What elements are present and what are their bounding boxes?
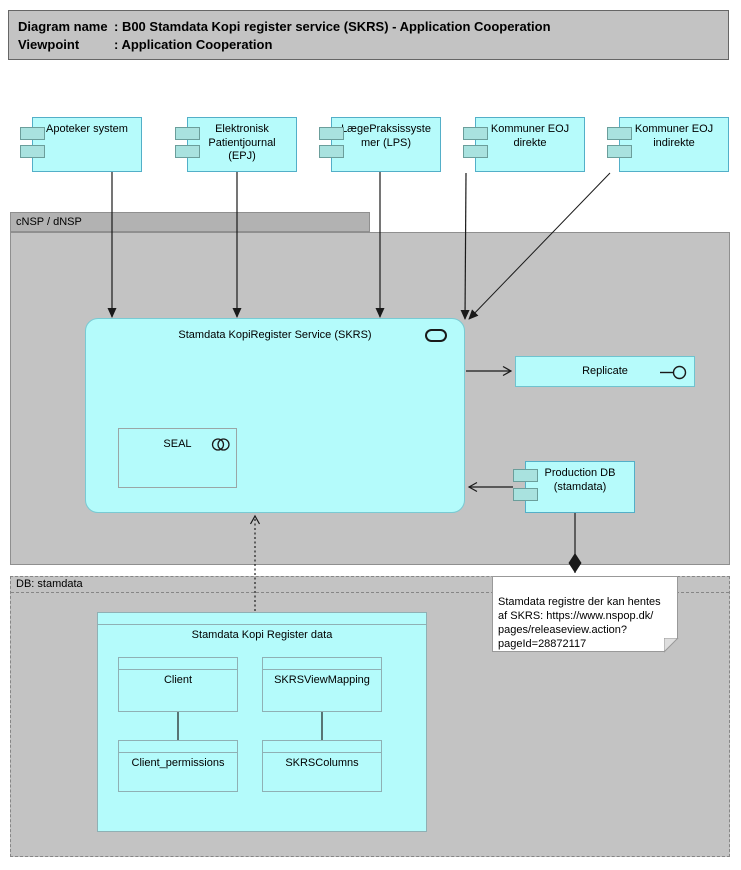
component-tab-icon [20, 127, 45, 140]
seal-label: SEAL [163, 438, 192, 450]
component-label: Production DB (stamdata) [544, 467, 616, 493]
title-row-diagram-name: Diagram name : B00 Stamdata Kopi registe… [18, 18, 719, 36]
group-cnsp-label: cNSP / dNSP [16, 216, 82, 228]
data-object-label: Client_permissions [131, 757, 225, 769]
component-tab-icon [20, 145, 45, 158]
replicate-service[interactable]: Replicate [515, 356, 695, 387]
app-component-production-db[interactable]: Production DB (stamdata) [513, 461, 635, 513]
data-object-skrscolumns[interactable]: SKRSColumns [262, 740, 382, 792]
title-label: Diagram name [18, 19, 108, 34]
data-object-label: SKRSColumns [285, 757, 359, 769]
component-tab-icon [319, 127, 344, 140]
data-object-client[interactable]: Client [118, 657, 238, 712]
group-cnsp-header[interactable]: cNSP / dNSP [10, 212, 370, 232]
component-tab-icon [175, 145, 200, 158]
data-object-label: SKRSViewMapping [274, 674, 370, 686]
app-component-apoteker-system[interactable]: Apoteker system [20, 117, 142, 172]
data-object-band [119, 741, 237, 753]
app-component-kommuner-eoj-direkte[interactable]: Kommuner EOJ direkte [463, 117, 585, 172]
component-tab-icon [607, 127, 632, 140]
data-object-band [263, 741, 381, 753]
component-tab-icon [607, 145, 632, 158]
collaboration-icon [211, 438, 230, 451]
data-object-client-permissions[interactable]: Client_permissions [118, 740, 238, 792]
app-component-kommuner-eoj-indirekte[interactable]: Kommuner EOJ indirekte [607, 117, 729, 172]
component-label: Elektronisk Patientjournal (EPJ) [208, 123, 276, 162]
app-component-lps[interactable]: LægePraksissyste mer (LPS) [319, 117, 441, 172]
replicate-label: Replicate [582, 365, 628, 377]
data-object-label: Client [163, 674, 193, 686]
interface-icon [660, 365, 687, 380]
data-object-stamdata-kopi-register-data[interactable]: Stamdata Kopi Register data [97, 612, 427, 832]
group-db-header[interactable]: DB: stamdata [11, 577, 729, 593]
component-tab-icon [513, 469, 538, 482]
data-object-band [263, 658, 381, 670]
app-component-epj[interactable]: Elektronisk Patientjournal (EPJ) [175, 117, 297, 172]
component-tab-icon [319, 145, 344, 158]
title-block: Diagram name : B00 Stamdata Kopi registe… [8, 10, 729, 60]
title-label: Viewpoint [18, 37, 80, 52]
data-object-skrsviewmapping[interactable]: SKRSViewMapping [262, 657, 382, 712]
data-object-band [119, 658, 237, 670]
seal-component[interactable]: SEAL [118, 428, 237, 488]
title-value: : Application Cooperation [114, 37, 273, 52]
title-value: : B00 Stamdata Kopi register service (SK… [114, 19, 551, 34]
service-skrs-label: Stamdata KopiRegister Service (SKRS) [178, 329, 372, 341]
component-label: LægePraksissyste mer (LPS) [341, 123, 431, 149]
component-label: Kommuner EOJ indirekte [634, 123, 714, 149]
component-tab-icon [175, 127, 200, 140]
component-tab-icon [463, 127, 488, 140]
data-object-band [98, 613, 426, 625]
application-service-icon [425, 329, 447, 342]
title-row-viewpoint: Viewpoint : Application Cooperation [18, 36, 719, 54]
data-object-label: Stamdata Kopi Register data [191, 629, 333, 641]
component-tab-icon [463, 145, 488, 158]
note-text: Stamdata registre der kan hentes af SKRS… [498, 596, 661, 650]
component-label: Kommuner EOJ direkte [490, 123, 570, 149]
component-label: Apoteker system [46, 123, 128, 135]
component-tab-icon [513, 488, 538, 501]
group-db-label: DB: stamdata [16, 578, 83, 590]
note-fold-icon [664, 638, 679, 653]
note-stamdata-registre[interactable]: Stamdata registre der kan hentes af SKRS… [492, 576, 678, 652]
